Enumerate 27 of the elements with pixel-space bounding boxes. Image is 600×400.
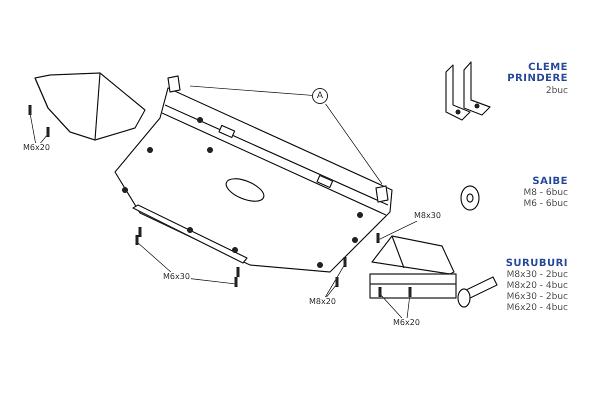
quantity-text: M6x20 - 4buc: [506, 303, 568, 314]
leader-line: [325, 264, 346, 298]
quantity-text: M8x30 - 2buc: [506, 270, 568, 281]
bolt-size-label: M8x20: [308, 297, 337, 307]
quantity-text: M8 - 6buc: [523, 188, 568, 199]
quantity-text: M8x20 - 4buc: [506, 281, 568, 292]
leader-line: [380, 294, 402, 318]
bolt-size-label: M6x30: [162, 272, 191, 282]
leader-line: [326, 284, 338, 298]
quantity-text: M6 - 6buc: [523, 199, 568, 210]
bolt-size-label: M6x20: [22, 143, 51, 153]
leader-line: [325, 104, 382, 184]
quantity-text: 2buc: [546, 86, 568, 97]
leader-line: [190, 86, 312, 96]
bolt-size-label: M8x30: [413, 211, 442, 221]
leader-line: [190, 278, 236, 284]
kit-heading: CLEME PRINDERE: [506, 62, 568, 84]
bolt-size-label: M6x20: [392, 318, 421, 328]
leader-line: [378, 220, 418, 240]
leader-line: [40, 134, 48, 144]
leader-line: [406, 294, 410, 318]
callout-letter: A: [312, 88, 328, 104]
leader-line: [136, 242, 172, 272]
kit-heading: SAIBE: [531, 176, 568, 187]
kit-heading: SURUBURI: [504, 258, 568, 269]
leader-line: [30, 112, 36, 144]
quantity-text: M6x30 - 2buc: [506, 292, 568, 303]
